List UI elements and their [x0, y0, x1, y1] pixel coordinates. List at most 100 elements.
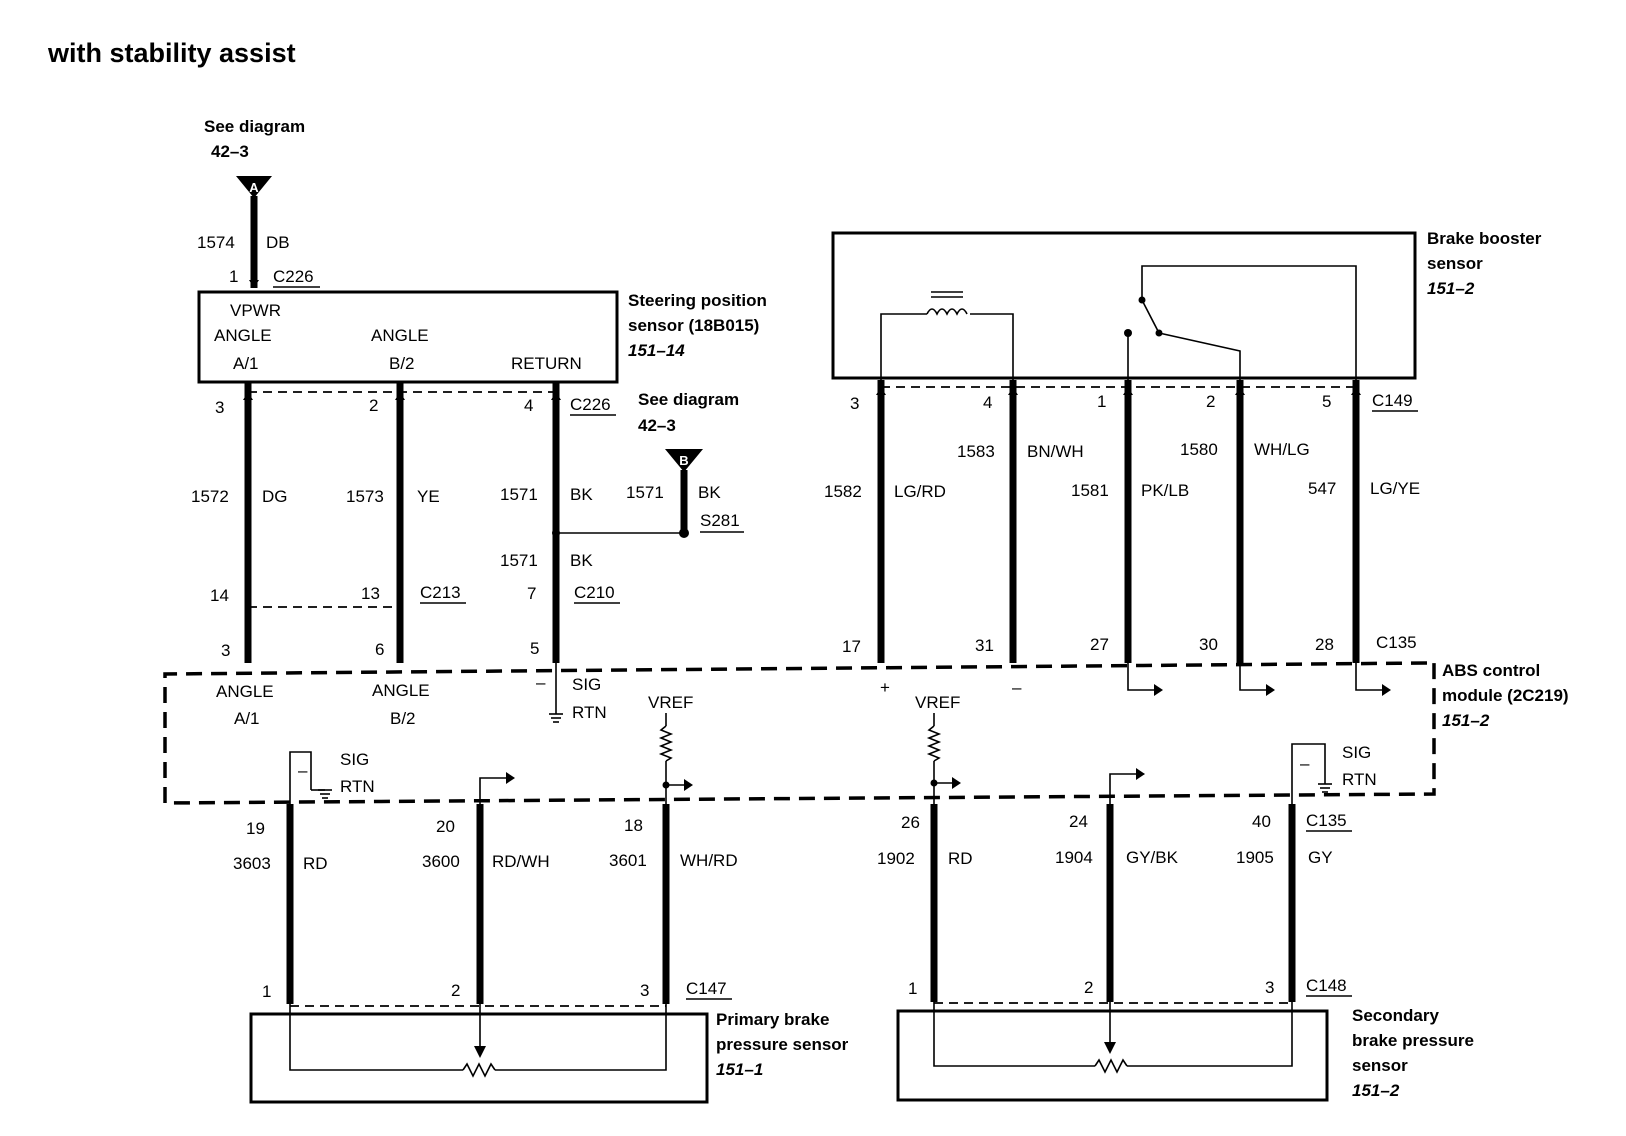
primary-pin-3: 3	[640, 981, 649, 1000]
wire-1571-mid-pin: 7	[527, 584, 536, 603]
diagram-stroke	[479, 777, 512, 804]
primary-sensor-name-2: pressure sensor	[716, 1035, 849, 1054]
wire-1580-circuit: 1580	[1180, 440, 1218, 459]
connector-c210: C210	[574, 583, 615, 602]
primary-sensor-ref: 151–1	[716, 1060, 763, 1079]
diagram-stroke	[495, 1004, 667, 1071]
potentiometer-icon	[1094, 1058, 1128, 1074]
diagram-stroke	[1008, 387, 1018, 395]
steering-return: RETURN	[511, 354, 582, 373]
secondary-sensor-box[interactable]	[896, 1009, 1329, 1102]
wire-1904-circuit: 1904	[1055, 848, 1093, 867]
potentiometer-icon	[462, 1062, 496, 1078]
booster-sensor-box[interactable]	[831, 231, 1417, 380]
abs-angle-a: ANGLE	[216, 682, 274, 701]
wire-3601-top-pin: 18	[624, 816, 643, 835]
wire-1582-bottom-pin: 17	[842, 637, 861, 656]
abs-secondary-sig: SIG	[1342, 743, 1371, 762]
wire-1571-circuit: 1571	[500, 485, 538, 504]
wire-1583-bottom-pin: 31	[975, 636, 994, 655]
diagram-stroke	[1141, 299, 1160, 334]
abs-booster-plus: +	[880, 678, 890, 697]
signal-arrow-icon	[1266, 684, 1275, 696]
wire-1571-lower-circuit: 1571	[500, 551, 538, 570]
abs-return-rtn: RTN	[572, 703, 607, 722]
primary-pin-1: 1	[262, 982, 271, 1001]
diagram-stroke	[289, 751, 312, 804]
wire-1581-color: PK/LB	[1141, 481, 1189, 500]
diagram-stroke	[926, 308, 968, 316]
diagram-stroke	[1239, 663, 1272, 691]
primary-sensor-name-1: Primary brake	[716, 1010, 829, 1029]
abs-secondary-minus: –	[1300, 754, 1310, 773]
abs-angle-b-pin: B/2	[390, 709, 416, 728]
diagram-stroke	[1355, 663, 1388, 691]
diagram-stroke	[1104, 1042, 1116, 1054]
wire-1573-circuit: 1573	[346, 487, 384, 506]
splice-circuit: 1571	[626, 483, 664, 502]
steering-angle-a: ANGLE	[214, 326, 272, 345]
primary-sensor-box[interactable]	[249, 1012, 709, 1104]
diagram-stroke	[970, 313, 1014, 385]
signal-arrow-icon	[952, 777, 961, 789]
steering-sensor-box[interactable]	[197, 290, 619, 384]
diagram-stroke	[876, 387, 886, 395]
wire-1905-color: GY	[1308, 848, 1333, 867]
abs-primary-minus: –	[298, 761, 308, 780]
abs-ref: 151–2	[1442, 711, 1490, 730]
splice-name: S281	[700, 511, 740, 530]
diagram-stroke	[1235, 387, 1245, 395]
wire-1574-color: DB	[266, 233, 290, 252]
wire-1572-top-pin: 3	[215, 398, 224, 417]
steering-angle-b: ANGLE	[371, 326, 429, 345]
diagram-stroke	[880, 313, 927, 385]
wire-1573-mid-pin: 13	[361, 584, 380, 603]
secondary-pin-3: 3	[1265, 978, 1274, 997]
ref-a-flag-icon[interactable]	[236, 176, 272, 198]
wire-3603-circuit: 3603	[233, 854, 271, 873]
abs-angle-b: ANGLE	[372, 681, 430, 700]
connector-c148: C148	[1306, 976, 1347, 995]
diagram-stroke	[249, 280, 259, 288]
diagram-stroke	[1351, 387, 1361, 395]
steering-sensor-name-2: sensor (18B015)	[628, 316, 759, 335]
abs-module-outline[interactable]	[163, 661, 1436, 805]
wire-1583-top-pin: 4	[983, 393, 992, 412]
wire-1902-circuit: 1902	[877, 849, 915, 868]
signal-arrow-icon	[1136, 768, 1145, 780]
connector-c135-bottom: C135	[1306, 811, 1347, 830]
signal-arrow-icon	[684, 779, 693, 791]
abs-booster-minus: –	[1012, 678, 1022, 697]
ref-a-letter: A	[249, 180, 259, 195]
steering-angle-b-pin: B/2	[389, 354, 415, 373]
wire-1572-color: DG	[262, 487, 288, 506]
wire-1571-top-pin: 4	[524, 396, 533, 415]
diagram-stroke	[552, 529, 560, 537]
secondary-pin-1: 1	[908, 979, 917, 998]
steering-vpwr: VPWR	[230, 301, 281, 320]
ref-b-flag-icon[interactable]	[665, 449, 703, 472]
wire-1573-color: YE	[417, 487, 440, 506]
diagram-stroke	[933, 1002, 1095, 1067]
wire-1904-color: GY/BK	[1126, 848, 1179, 867]
signal-arrow-icon	[1154, 684, 1163, 696]
ref-a-label: See diagram	[204, 117, 305, 136]
wire-1572-bottom-pin: 3	[221, 641, 230, 660]
wire-1580-top-pin: 2	[1206, 392, 1215, 411]
secondary-sensor-ref: 151–2	[1352, 1081, 1400, 1100]
wire-1905-circuit: 1905	[1236, 848, 1274, 867]
diagram-stroke	[1141, 265, 1357, 385]
wire-3601-color: WH/RD	[680, 851, 738, 870]
diagram-stroke	[1138, 296, 1146, 304]
abs-return-minus: –	[536, 673, 546, 692]
resistor-icon	[658, 725, 674, 762]
connector-c135-top: C135	[1376, 633, 1417, 652]
connector-c213: C213	[420, 583, 461, 602]
wire-1580-bottom-pin: 30	[1199, 635, 1218, 654]
wire-3603-top-pin: 19	[246, 819, 265, 838]
wire-1902-color: RD	[948, 849, 973, 868]
wire-1581-circuit: 1581	[1071, 481, 1109, 500]
wire-3601-circuit: 3601	[609, 851, 647, 870]
connector-c149: C149	[1372, 391, 1413, 410]
